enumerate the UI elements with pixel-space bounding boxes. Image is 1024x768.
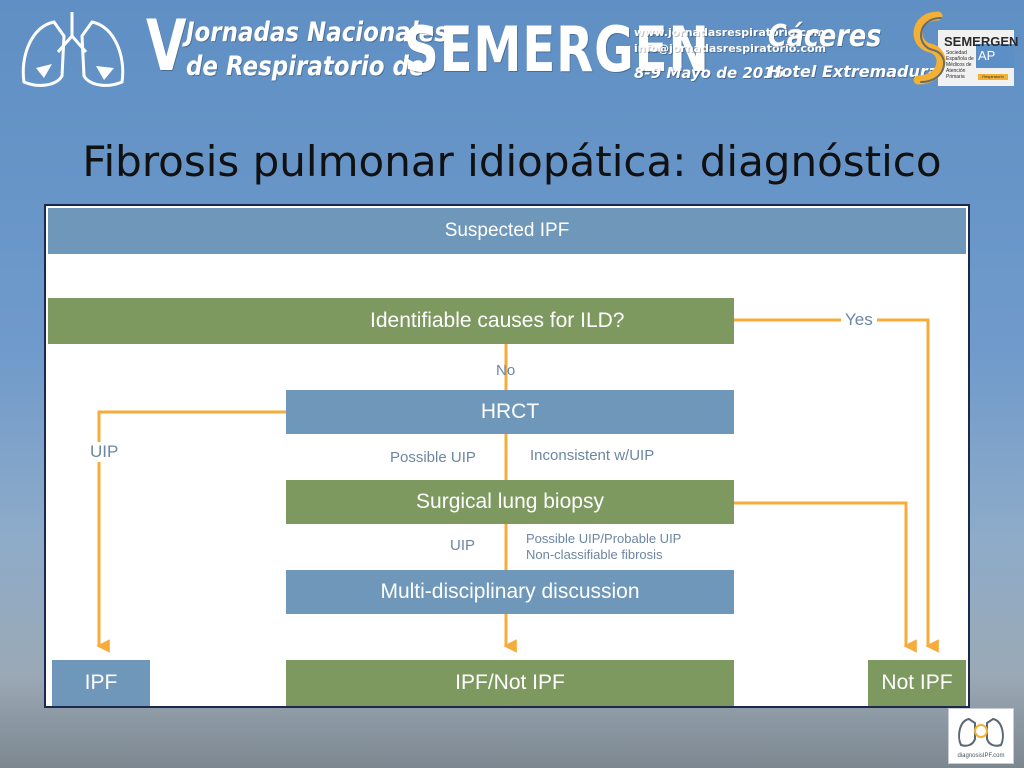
diagnosis-ipf-logo: diagnosisIPF.com <box>948 708 1014 764</box>
label-uip-left: UIP <box>88 442 121 462</box>
logo-description: Sociedad Española de Médicos de Atención… <box>946 50 974 80</box>
node-surgical-lung-biopsy-label: Surgical lung biopsy <box>416 490 604 513</box>
banner-email: info@jornadasrespiratorio.com <box>634 42 827 55</box>
banner-title-line1: Jornadas Nacionales <box>186 17 448 48</box>
lungs-ear-icon <box>958 717 1004 747</box>
banner-city: Cáceres <box>768 19 882 54</box>
arrow-uip-left <box>96 410 286 653</box>
node-hrct-label: HRCT <box>480 400 540 423</box>
node-ipf-not-ipf-label: IPF/Not IPF <box>455 671 565 694</box>
node-multidisciplinary-discussion: Multi-disciplinary discussion <box>286 570 734 614</box>
logo-tag: Respiratorio <box>978 74 1008 80</box>
banner-roman-numeral: V <box>146 5 187 87</box>
label-no: No <box>496 362 516 379</box>
node-suspected-ipf-label: Suspected IPF <box>444 220 570 241</box>
arrow-biopsy-notipf <box>734 501 917 653</box>
banner-website: www.jornadasrespiratorio.com <box>634 26 826 39</box>
banner-dates: 8-9 Mayo de 2015 <box>634 64 785 82</box>
node-not-ipf: Not IPF <box>868 660 966 706</box>
node-suspected-ipf: Suspected IPF <box>48 208 966 254</box>
semergen-ap-logo: SEMERGEN AP Sociedad Española de Médicos… <box>904 6 1019 92</box>
slide-title: Fibrosis pulmonar idiopática: diagnóstic… <box>82 137 942 186</box>
conference-banner: V Jornadas Nacionales de Respiratorio de… <box>0 0 1024 98</box>
logo-ap: AP <box>978 48 996 63</box>
label-possible-uip: Possible UIP <box>390 449 476 466</box>
lungs-logo-icon <box>21 12 125 87</box>
node-multidisciplinary-discussion-label: Multi-disciplinary discussion <box>380 580 640 603</box>
banner-venue: Hotel Extremadura <box>768 62 939 81</box>
arrow-yes <box>734 318 939 653</box>
node-ipf: IPF <box>52 660 150 706</box>
label-uip-mid: UIP <box>450 537 476 554</box>
logo-name: SEMERGEN <box>944 34 1019 49</box>
diagnosis-ipf-text: diagnosisIPF.com <box>957 753 1005 759</box>
node-identifiable-causes-label: Identifiable causes for ILD? <box>370 309 625 332</box>
banner-title-line2: de Respiratorio de <box>186 51 425 82</box>
node-hrct: HRCT <box>286 390 734 434</box>
label-yes: Yes <box>841 310 877 330</box>
flowchart-connectors <box>96 318 939 653</box>
label-non-classifiable: Non-classifiable fibrosis <box>526 547 663 562</box>
node-identifiable-causes: Identifiable causes for ILD? <box>48 298 734 344</box>
node-ipf-label: IPF <box>84 671 118 694</box>
node-ipf-not-ipf: IPF/Not IPF <box>286 660 734 706</box>
label-possible-probable-uip: Possible UIP/Probable UIP <box>526 531 682 546</box>
node-surgical-lung-biopsy: Surgical lung biopsy <box>286 480 734 524</box>
label-inconsistent-uip: Inconsistent w/UIP <box>530 447 655 464</box>
banner-brand: SEMERGEN <box>404 13 710 86</box>
node-not-ipf-label: Not IPF <box>881 671 953 694</box>
diagnosis-flowchart: Suspected IPF Identifiable causes for IL… <box>44 204 970 708</box>
